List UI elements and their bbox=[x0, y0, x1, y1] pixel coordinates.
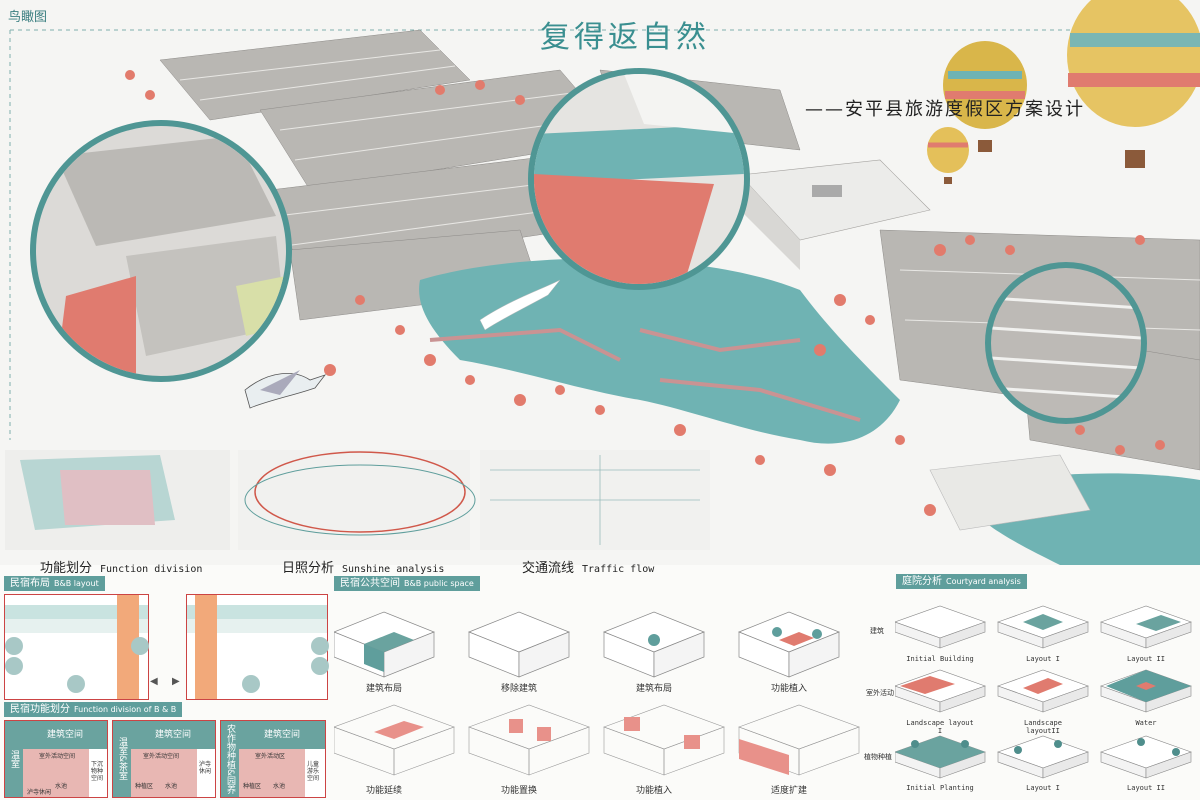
page-title: 复得返自然 bbox=[540, 20, 710, 55]
detail-circle-top bbox=[528, 68, 750, 290]
aerial-view: 鸟瞰图 复得返自然 ——安平县旅游度假区方案设计 bbox=[8, 0, 1200, 565]
public-caption-2: 移除建筑 bbox=[500, 684, 537, 694]
public-caption-5: 功能延续 bbox=[365, 786, 402, 796]
bnb-public-diagrams bbox=[334, 611, 860, 776]
corner-label: 鸟瞰图 bbox=[8, 10, 48, 25]
courtyard-caption-6: Water bbox=[1135, 719, 1157, 727]
public-caption-1: 建筑布局 bbox=[365, 684, 402, 694]
courtyard-caption-3: Layout II bbox=[1127, 655, 1165, 663]
courtyard-caption-5: Landscape layoutII bbox=[1024, 719, 1062, 735]
public-caption-7: 功能植入 bbox=[635, 786, 672, 796]
public-caption-3: 建筑布局 bbox=[635, 684, 672, 694]
public-caption-4: 功能植入 bbox=[770, 684, 807, 694]
courtyard-row-label: 室外活动 bbox=[866, 689, 894, 697]
courtyard-caption-7: Initial Planting bbox=[906, 784, 974, 792]
courtyard-diagrams bbox=[895, 605, 1192, 779]
courtyard-row-label: 建筑 bbox=[870, 627, 884, 635]
courtyard-caption-8: Layout I bbox=[1026, 784, 1060, 792]
function-panel-1: 温室 建筑空间 室外活动空间 泸寺休闲 水池 下沉物种空间 bbox=[4, 720, 108, 798]
public-caption-6: 功能置换 bbox=[500, 786, 537, 796]
bnb-layout-plan-1 bbox=[4, 594, 149, 700]
courtyard-caption-1: Initial Building bbox=[906, 655, 974, 663]
function-panel-2: 温室&茶室 建筑空间 室外活动空间 种植区 水池 泸寺休闲 bbox=[112, 720, 216, 798]
detail-circle-left bbox=[30, 120, 292, 382]
courtyard-caption-2: Layout I bbox=[1026, 655, 1060, 663]
courtyard-caption-4: Landscape layout I bbox=[906, 719, 974, 735]
courtyard-row-label: 植物种植 bbox=[864, 753, 892, 761]
arrow-right-icon[interactable]: ▶ bbox=[172, 676, 180, 687]
arrow-left-icon[interactable]: ◀ bbox=[150, 676, 158, 687]
balloon-icon bbox=[943, 41, 1027, 152]
detail-circle-right bbox=[985, 262, 1147, 424]
page-subtitle: ——安平县旅游度假区方案设计 bbox=[805, 99, 1085, 120]
public-caption-8: 适度扩建 bbox=[770, 786, 807, 796]
bnb-layout-plan-2 bbox=[186, 594, 329, 700]
function-panel-3: 农作物种植&园养 建筑空间 室外活动区 种植区 水池 儿童游乐空间 bbox=[220, 720, 326, 798]
balloon-icon bbox=[1067, 0, 1200, 168]
courtyard-caption-9: Layout II bbox=[1127, 784, 1165, 792]
balloon-icon bbox=[927, 127, 969, 184]
crane-bird-icon bbox=[244, 370, 327, 409]
